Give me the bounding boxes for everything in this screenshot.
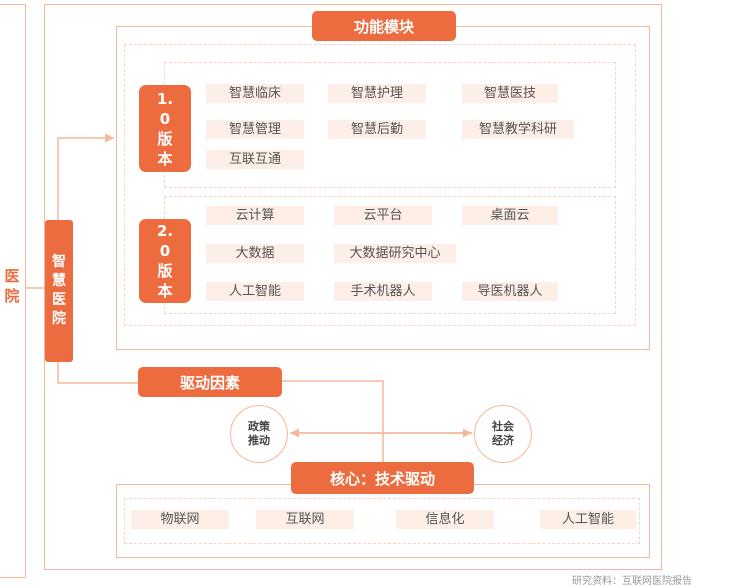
core-item: 物联网 [131, 510, 229, 529]
policy-label: 政策推动 [248, 420, 270, 447]
source-note: 研究资料：互联网医院报告 [572, 576, 692, 587]
core-item: 信息化 [396, 510, 494, 529]
drivers-tag: 驱动因素 [138, 367, 282, 397]
smart-hospital-to-functions-arrow [57, 133, 114, 220]
hospital-frame [0, 4, 26, 578]
social-economy-label: 社会经济 [492, 420, 514, 447]
v2-item: 人工智能 [206, 282, 304, 301]
version-2-tag: 2.0版本 [139, 219, 191, 303]
v2-item: 大数据研究中心 [334, 244, 456, 263]
version-1-label: 1.0版本 [156, 89, 174, 168]
v1-item: 智慧护理 [328, 84, 426, 103]
v2-item: 手术机器人 [334, 282, 432, 301]
smart-hospital-label: 智慧医院 [52, 254, 66, 327]
policy-circle: 政策推动 [230, 405, 288, 463]
v2-item: 云平台 [334, 206, 432, 225]
core-item: 人工智能 [540, 510, 636, 529]
function-inner-dashed [124, 44, 636, 326]
v2-item: 大数据 [206, 244, 304, 263]
v1-item: 互联互通 [206, 150, 304, 169]
v1-item: 智慧临床 [206, 84, 304, 103]
v1-item: 智慧管理 [206, 120, 304, 139]
version-2-label: 2.0版本 [156, 222, 174, 300]
social-economy-circle: 社会经济 [474, 405, 532, 463]
hospital-label: 医院 [4, 267, 20, 305]
v2-item: 云计算 [206, 206, 304, 225]
v1-item: 智慧医技 [462, 84, 558, 103]
v2-item: 桌面云 [462, 206, 558, 225]
v1-item: 智慧后勤 [328, 120, 426, 139]
core-tag: 核心：技术驱动 [291, 462, 474, 494]
function-module-title: 功能模块 [312, 11, 456, 41]
core-inner-dashed [124, 498, 640, 544]
core-item: 互联网 [256, 510, 354, 529]
smart-hospital-to-drivers-line [57, 362, 138, 384]
drivers-to-core-line [282, 380, 384, 462]
main-frame [44, 4, 662, 570]
version-1-tag: 1.0版本 [139, 85, 191, 172]
v1-item: 智慧教学科研 [462, 120, 574, 139]
v2-item: 导医机器人 [462, 282, 558, 301]
smart-hospital-tag: 智慧医院 [45, 220, 73, 362]
